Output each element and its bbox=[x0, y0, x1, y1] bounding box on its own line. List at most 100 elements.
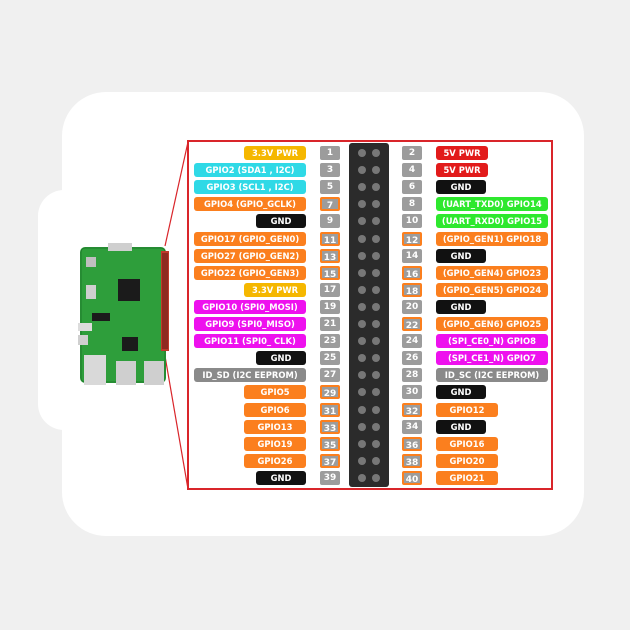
pin-number-9: 9 bbox=[320, 214, 340, 229]
header-hole-38 bbox=[372, 456, 380, 465]
header-hole-17 bbox=[358, 285, 366, 294]
pin-label-1: 3.3V PWR bbox=[244, 146, 306, 160]
pin-number-26: 26 bbox=[402, 351, 422, 366]
pin-label-32: GPIO12 bbox=[436, 402, 498, 417]
pin-number-14: 14 bbox=[402, 248, 422, 263]
pin-number-15: 15 bbox=[320, 265, 340, 280]
header-hole-15 bbox=[358, 268, 366, 277]
header-hole-28 bbox=[372, 371, 380, 380]
header-hole-12 bbox=[372, 234, 380, 243]
header-hole-29 bbox=[358, 388, 366, 397]
pin-number-28: 28 bbox=[402, 368, 422, 383]
pin-number-31: 31 bbox=[320, 402, 340, 417]
header-hole-14 bbox=[372, 251, 380, 260]
header-hole-24 bbox=[372, 337, 380, 346]
raspberry-pi-board-image bbox=[78, 243, 169, 385]
pin-number-8: 8 bbox=[402, 197, 422, 212]
pin-label-19: GPIO10 (SPI0_MOSI) bbox=[194, 299, 306, 314]
pin-number-40: 40 bbox=[402, 470, 422, 485]
pin-number-21: 21 bbox=[320, 317, 340, 331]
pin-label-29: GPIO5 bbox=[244, 385, 306, 400]
pin-number-34: 34 bbox=[402, 419, 422, 434]
header-hole-32 bbox=[372, 405, 380, 414]
pin-number-1: 1 bbox=[320, 146, 340, 160]
pin-number-35: 35 bbox=[320, 436, 340, 451]
pin-label-22: (GPIO_GEN6) GPIO25 bbox=[436, 317, 548, 331]
header-hole-10 bbox=[372, 217, 380, 226]
pin-number-29: 29 bbox=[320, 385, 340, 400]
pin-label-25: GND bbox=[256, 351, 306, 366]
pin-number-37: 37 bbox=[320, 453, 340, 468]
pin-label-15: GPIO22 (GPIO_GEN3) bbox=[194, 265, 306, 280]
pin-label-27: ID_SD (I2C EEPROM) bbox=[194, 368, 306, 383]
pin-number-6: 6 bbox=[402, 180, 422, 195]
header-hole-18 bbox=[372, 285, 380, 294]
pin-label-13: GPIO27 (GPIO_GEN2) bbox=[194, 248, 306, 263]
header-hole-35 bbox=[358, 439, 366, 448]
pin-label-4: 5V PWR bbox=[436, 163, 488, 178]
pin-label-3: GPIO2 (SDA1 , I2C) bbox=[194, 163, 306, 178]
header-hole-6 bbox=[372, 183, 380, 192]
pin-number-5: 5 bbox=[320, 180, 340, 195]
header-hole-11 bbox=[358, 234, 366, 243]
pin-number-39: 39 bbox=[320, 470, 340, 485]
header-hole-22 bbox=[372, 320, 380, 328]
pin-label-30: GND bbox=[436, 385, 486, 400]
pin-label-21: GPIO9 (SPI0_MISO) bbox=[194, 317, 306, 331]
header-hole-3 bbox=[358, 166, 366, 175]
pin-label-17: 3.3V PWR bbox=[244, 282, 306, 297]
pin-label-10: (UART_RXD0) GPIO15 bbox=[436, 214, 548, 229]
pin-label-37: GPIO26 bbox=[244, 453, 306, 468]
pin-number-10: 10 bbox=[402, 214, 422, 229]
pin-number-30: 30 bbox=[402, 385, 422, 400]
pin-label-18: (GPIO_GEN5) GPIO24 bbox=[436, 282, 548, 297]
header-hole-23 bbox=[358, 337, 366, 346]
pin-number-13: 13 bbox=[320, 248, 340, 263]
pin-number-7: 7 bbox=[320, 197, 340, 212]
pin-number-27: 27 bbox=[320, 368, 340, 383]
pin-number-24: 24 bbox=[402, 334, 422, 349]
pin-label-20: GND bbox=[436, 299, 486, 314]
header-hole-25 bbox=[358, 354, 366, 363]
pin-number-38: 38 bbox=[402, 453, 422, 468]
pin-label-28: ID_SC (I2C EEPROM) bbox=[436, 368, 548, 383]
header-hole-19 bbox=[358, 302, 366, 311]
pin-number-11: 11 bbox=[320, 231, 340, 246]
pin-label-6: GND bbox=[436, 180, 486, 195]
header-hole-34 bbox=[372, 422, 380, 431]
pin-number-12: 12 bbox=[402, 231, 422, 246]
header-hole-31 bbox=[358, 405, 366, 414]
pin-label-8: (UART_TXD0) GPIO14 bbox=[436, 197, 548, 212]
pin-label-14: GND bbox=[436, 248, 486, 263]
header-hole-9 bbox=[358, 217, 366, 226]
header-hole-21 bbox=[358, 320, 366, 328]
header-hole-33 bbox=[358, 422, 366, 431]
pin-label-31: GPIO6 bbox=[244, 402, 306, 417]
header-hole-30 bbox=[372, 388, 380, 397]
header-hole-8 bbox=[372, 200, 380, 209]
header-hole-2 bbox=[372, 149, 380, 157]
pin-label-40: GPIO21 bbox=[436, 470, 498, 485]
header-hole-37 bbox=[358, 456, 366, 465]
pin-label-24: (SPI_CE0_N) GPIO8 bbox=[436, 334, 548, 349]
pin-label-34: GND bbox=[436, 419, 486, 434]
pin-number-18: 18 bbox=[402, 282, 422, 297]
header-hole-20 bbox=[372, 302, 380, 311]
pin-label-12: (GPIO_GEN1) GPIO18 bbox=[436, 231, 548, 246]
header-hole-4 bbox=[372, 166, 380, 175]
header-hole-16 bbox=[372, 268, 380, 277]
pin-number-25: 25 bbox=[320, 351, 340, 366]
pin-number-32: 32 bbox=[402, 402, 422, 417]
gpio-header-connector bbox=[349, 143, 389, 487]
header-hole-26 bbox=[372, 354, 380, 363]
pin-number-4: 4 bbox=[402, 163, 422, 178]
pin-number-19: 19 bbox=[320, 299, 340, 314]
pin-label-35: GPIO19 bbox=[244, 436, 306, 451]
pin-number-17: 17 bbox=[320, 282, 340, 297]
header-hole-5 bbox=[358, 183, 366, 192]
header-hole-27 bbox=[358, 371, 366, 380]
pin-label-23: GPIO11 (SPI0_ CLK) bbox=[194, 334, 306, 349]
pin-number-36: 36 bbox=[402, 436, 422, 451]
pin-number-16: 16 bbox=[402, 265, 422, 280]
header-hole-13 bbox=[358, 251, 366, 260]
